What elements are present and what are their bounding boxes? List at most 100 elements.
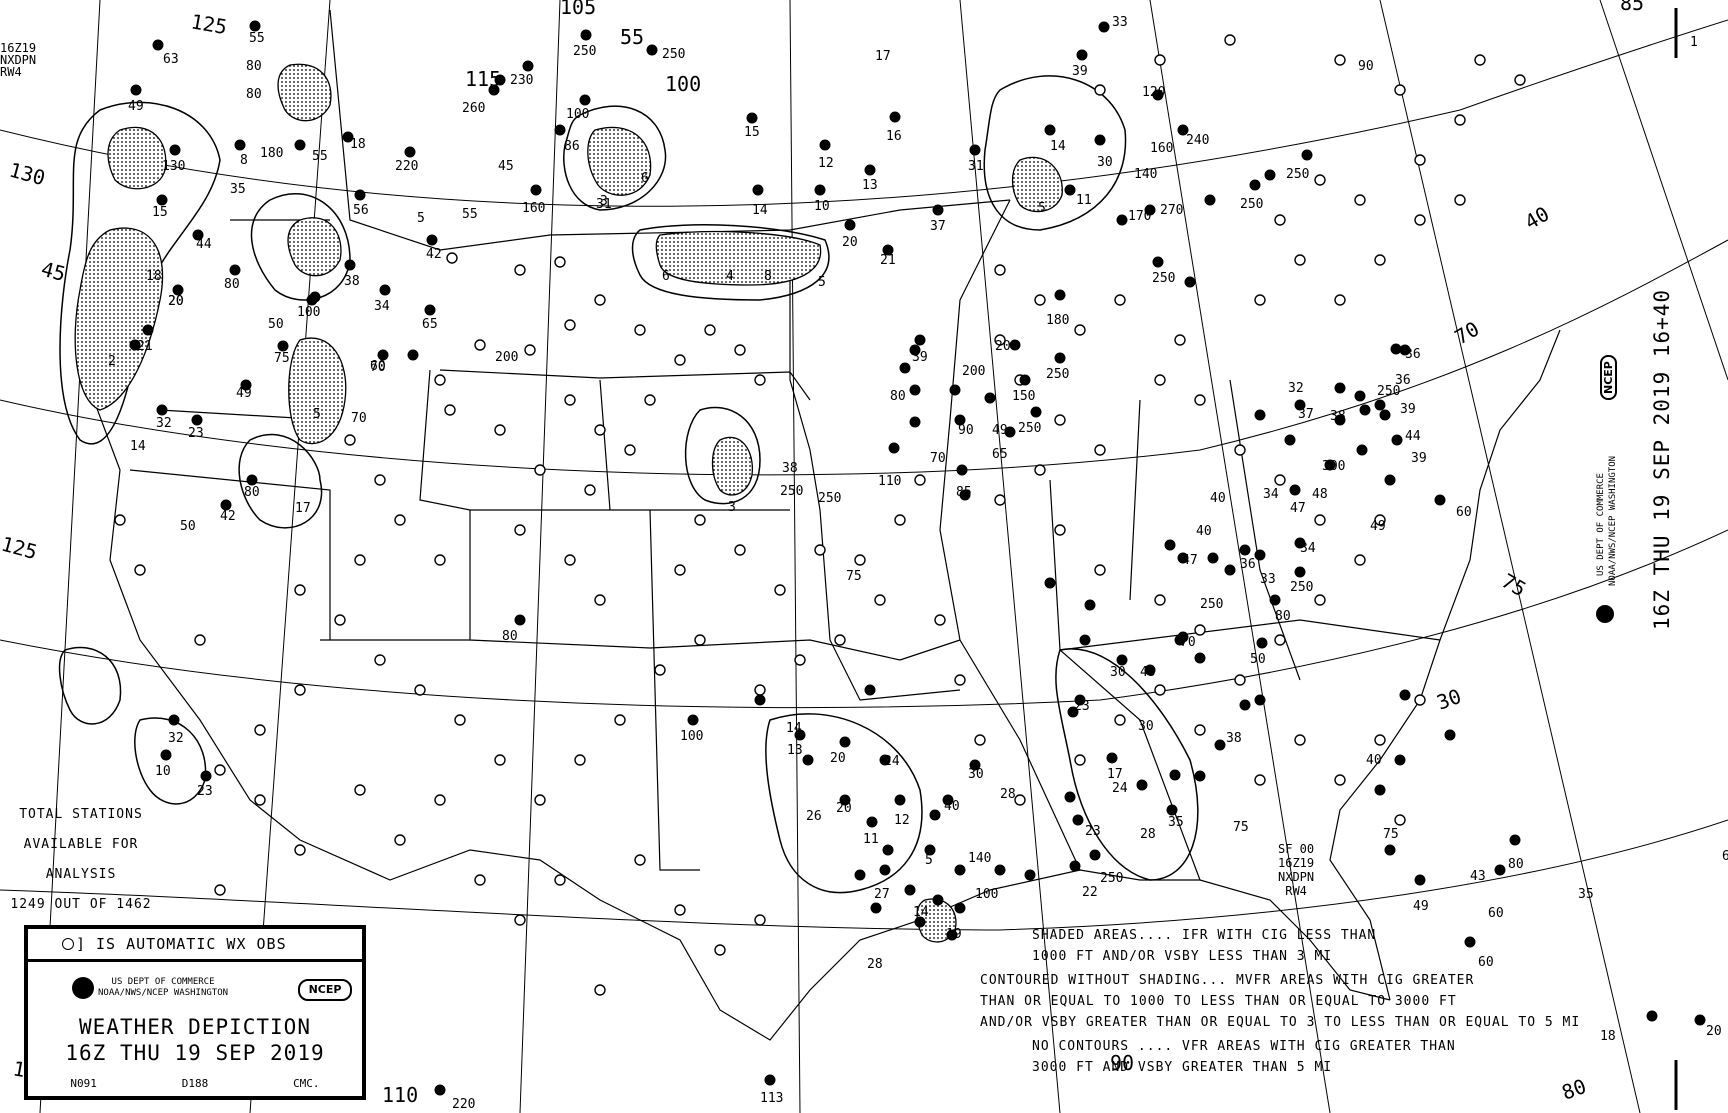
svg-text:33: 33 — [1112, 15, 1128, 30]
svg-text:75: 75 — [846, 569, 862, 584]
svg-text:70: 70 — [370, 360, 386, 375]
svg-text:80: 80 — [1559, 1074, 1590, 1105]
footer-code-1: N091 — [70, 1077, 97, 1090]
noaa-logo-icon — [72, 977, 94, 999]
svg-text:39: 39 — [912, 350, 928, 365]
svg-text:8: 8 — [240, 153, 248, 168]
ifr-shaded-areas — [74, 63, 1063, 943]
svg-text:75: 75 — [274, 351, 290, 366]
svg-text:31: 31 — [968, 159, 984, 174]
svg-text:100: 100 — [665, 72, 701, 96]
svg-text:35: 35 — [230, 182, 246, 197]
svg-text:21: 21 — [880, 253, 896, 268]
total-stations-note: TOTAL STATIONS AVAILABLE FOR ANALYSIS 12… — [6, 800, 156, 920]
svg-text:180: 180 — [260, 146, 283, 161]
top-left-line2: NXDPN — [0, 53, 37, 67]
svg-text:23: 23 — [188, 426, 204, 441]
svg-text:18: 18 — [146, 269, 162, 284]
sf-line3: NXDPN — [1278, 870, 1315, 884]
side-agency-line2: NOAA/NWS/NCEP WASHINGTON — [1608, 455, 1618, 586]
svg-text:250: 250 — [818, 491, 841, 506]
svg-text:2: 2 — [108, 354, 116, 369]
svg-text:90: 90 — [958, 423, 974, 438]
svg-text:40: 40 — [1366, 753, 1382, 768]
top-left-line3: RW4 — [0, 65, 22, 79]
svg-text:65: 65 — [422, 317, 438, 332]
svg-text:49: 49 — [128, 99, 144, 114]
svg-text:63: 63 — [163, 52, 179, 67]
svg-text:80: 80 — [246, 59, 262, 74]
svg-text:10: 10 — [814, 199, 830, 214]
svg-text:80: 80 — [224, 277, 240, 292]
svg-text:220: 220 — [452, 1097, 475, 1112]
svg-text:250: 250 — [780, 484, 803, 499]
auto-obs-symbol-icon — [62, 938, 74, 950]
svg-text:6: 6 — [662, 269, 670, 284]
svg-text:30: 30 — [968, 767, 984, 782]
svg-text:30: 30 — [1434, 684, 1465, 715]
svg-text:15: 15 — [744, 125, 760, 140]
top-left-code-block: 16Z19 NXDPN RW4 — [0, 42, 36, 78]
svg-text:45: 45 — [1140, 665, 1156, 680]
svg-text:55: 55 — [312, 149, 328, 164]
svg-text:160: 160 — [1150, 141, 1173, 156]
svg-text:34: 34 — [1263, 487, 1279, 502]
svg-text:75: 75 — [1498, 569, 1531, 602]
svg-text:39: 39 — [1411, 451, 1427, 466]
svg-text:48: 48 — [1312, 487, 1328, 502]
svg-text:70: 70 — [351, 411, 367, 426]
svg-text:60: 60 — [370, 359, 386, 374]
svg-text:39: 39 — [1072, 64, 1088, 79]
svg-text:80: 80 — [1275, 609, 1291, 624]
svg-text:75: 75 — [1233, 820, 1249, 835]
state-boundaries — [89, 9, 1561, 1041]
svg-text:30: 30 — [1110, 665, 1126, 680]
svg-text:28: 28 — [1000, 787, 1016, 802]
svg-text:22: 22 — [1082, 885, 1098, 900]
svg-text:34: 34 — [374, 299, 390, 314]
svg-text:4: 4 — [726, 269, 734, 284]
svg-text:49: 49 — [1370, 519, 1386, 534]
svg-text:17: 17 — [875, 49, 891, 64]
svg-text:250: 250 — [1152, 271, 1175, 286]
sf-line1: SF 00 — [1278, 842, 1315, 856]
svg-text:70: 70 — [1180, 635, 1196, 650]
stations-line3: ANALYSIS — [45, 867, 117, 882]
svg-text:20: 20 — [830, 751, 846, 766]
svg-text:170: 170 — [1128, 209, 1151, 224]
svg-text:42: 42 — [426, 247, 442, 262]
svg-text:12: 12 — [818, 156, 834, 171]
agency-line1: US DEPT OF COMMERCE — [111, 977, 215, 987]
svg-text:17: 17 — [295, 501, 311, 516]
svg-text:23: 23 — [197, 784, 213, 799]
station-markers-overcast — [129, 20, 1706, 1096]
auto-obs-text: IS AUTOMATIC WX OBS — [96, 935, 287, 953]
svg-text:16: 16 — [886, 129, 902, 144]
svg-text:44: 44 — [1405, 429, 1421, 444]
svg-text:3: 3 — [600, 194, 608, 209]
svg-text:30: 30 — [1097, 155, 1113, 170]
svg-text:250: 250 — [1100, 871, 1123, 886]
svg-text:5: 5 — [417, 211, 425, 226]
top-left-line1: 16Z19 — [0, 41, 37, 55]
svg-text:14: 14 — [913, 905, 929, 920]
svg-text:5: 5 — [1038, 201, 1046, 216]
footer-code-3: CMC. — [293, 1077, 320, 1090]
side-ncep-logo-icon: NCEP — [1600, 355, 1617, 400]
svg-text:80: 80 — [502, 629, 518, 644]
svg-text:38: 38 — [1330, 409, 1346, 424]
svg-text:45: 45 — [39, 257, 68, 286]
svg-text:20: 20 — [168, 294, 184, 309]
svg-text:20: 20 — [995, 339, 1011, 354]
svg-text:130: 130 — [162, 159, 185, 174]
mvfr-contours — [58, 75, 1199, 894]
svg-text:24: 24 — [884, 754, 900, 769]
svg-text:37: 37 — [930, 219, 946, 234]
legend-contoured-1: CONTOURED WITHOUT SHADING... MVFR AREAS … — [980, 973, 1475, 988]
chart-title-box: ] IS AUTOMATIC WX OBS US DEPT OF COMMERC… — [24, 925, 366, 1100]
svg-text:113: 113 — [760, 1091, 783, 1106]
